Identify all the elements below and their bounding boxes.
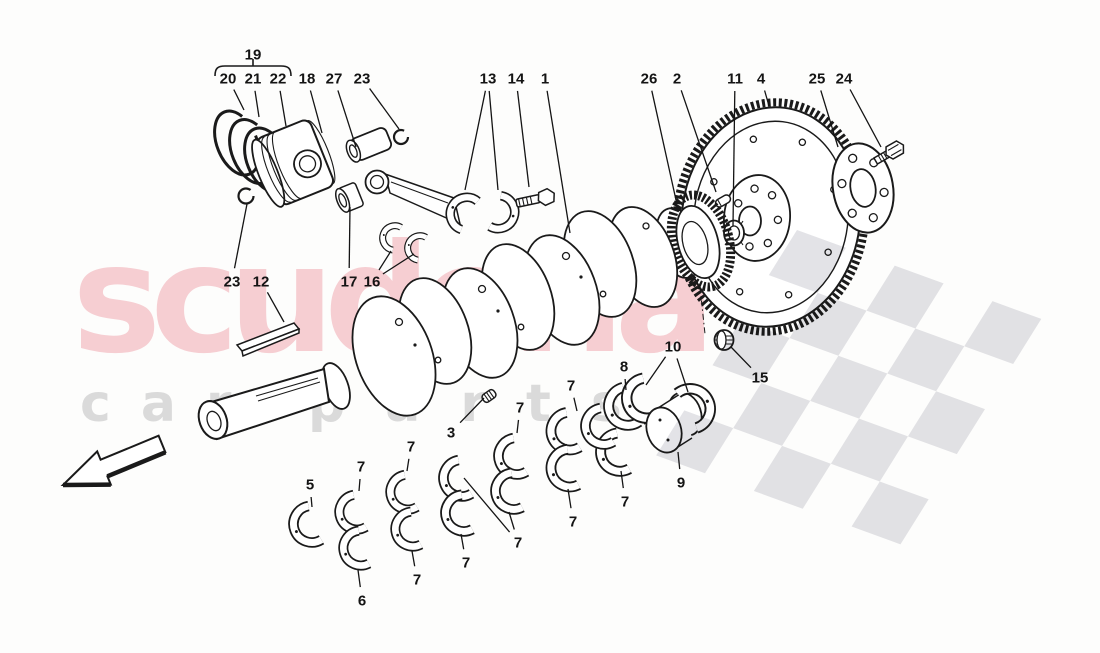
circlip-left [237, 187, 255, 205]
callout-20: 20 [220, 71, 237, 88]
leader-line-16 [382, 253, 415, 275]
leader-line-7 [573, 397, 578, 412]
leader-line-24 [849, 89, 882, 148]
callout-19: 19 [245, 47, 262, 64]
callout-26: 26 [641, 71, 658, 88]
callout-7: 7 [569, 514, 577, 531]
callout-14: 14 [508, 71, 525, 88]
leader-line-3 [459, 397, 485, 424]
callout-21: 21 [245, 71, 262, 88]
leader-line-25 [820, 90, 839, 148]
callout-7: 7 [413, 572, 421, 589]
callout-11: 11 [727, 71, 743, 88]
leader-line-7 [620, 470, 624, 489]
callout-annotations: 19 20 21 22 18 27 23 13 14 1 26 2 11 4 25 24 23 12 17 16 3 15… [214, 47, 882, 610]
leader-line-21 [254, 90, 260, 118]
small-end-bushing [334, 182, 364, 213]
leader-line-13 [464, 90, 487, 191]
leader-line-7 [411, 550, 416, 567]
checkered-flag-pattern [656, 229, 1042, 545]
leader-line-20 [233, 89, 245, 111]
leader-line-26 [651, 90, 677, 201]
piston-assembly-illustration [213, 109, 555, 261]
flange-illustration [831, 142, 895, 234]
callout-16: 16 [364, 274, 381, 291]
callout-5: 5 [306, 477, 314, 494]
callout-7: 7 [407, 439, 415, 456]
leader-line-7 [516, 419, 520, 434]
callout-1: 1 [541, 71, 549, 88]
callout-25: 25 [809, 71, 826, 88]
woodruff-key [235, 322, 301, 358]
callout-10: 10 [665, 339, 682, 356]
callout-27: 27 [326, 71, 343, 88]
callout-8: 8 [620, 359, 628, 376]
callout-23: 23 [224, 274, 241, 291]
callout-15: 15 [752, 370, 769, 387]
direction-arrow [60, 434, 167, 488]
leader-line-5 [310, 496, 313, 508]
leader-line-7 [463, 477, 511, 533]
leader-line-23 [369, 88, 400, 130]
leader-line-6 [357, 569, 361, 588]
callout-24: 24 [836, 71, 853, 88]
leader-line-4 [763, 90, 770, 107]
leader-line-10 [676, 358, 689, 393]
leader-line-13 [488, 90, 499, 191]
leader-line-1 [546, 90, 571, 234]
leader-line-9 [677, 451, 681, 470]
leader-line-7 [358, 478, 361, 492]
crank-gear-ring [666, 190, 736, 292]
piston [251, 119, 336, 208]
callout-12: 12 [253, 274, 270, 291]
leader-line-7 [508, 511, 515, 530]
leader-line-11 [732, 90, 736, 227]
connecting-rod-illustration [364, 169, 519, 261]
leader-line-2 [680, 90, 717, 193]
callout-22: 22 [270, 71, 287, 88]
leader-line-16 [378, 250, 392, 271]
centerline [699, 286, 706, 335]
illustration [60, 98, 905, 571]
leader-line-8 [624, 378, 627, 391]
callout-17: 17 [341, 274, 358, 291]
rod-bolt [515, 187, 555, 208]
callout-4: 4 [757, 71, 766, 88]
callout-2: 2 [673, 71, 681, 88]
callout-13: 13 [480, 71, 497, 88]
leader-line-27 [337, 90, 357, 148]
callout-18: 18 [299, 71, 316, 88]
wrist-pin [345, 127, 393, 163]
callout-23: 23 [354, 71, 371, 88]
group-bracket-19 [214, 59, 292, 77]
callout-7: 7 [621, 494, 629, 511]
crankshaft-illustration [197, 190, 736, 441]
leader-line-22 [279, 90, 287, 127]
callout-7: 7 [567, 378, 575, 395]
callout-7: 7 [514, 535, 522, 552]
callout-7: 7 [462, 555, 470, 572]
leader-line-18 [309, 90, 323, 134]
watermark-word-parts: parts [308, 374, 662, 434]
flywheel-center-bore [738, 205, 762, 237]
leader-line-7 [406, 458, 410, 472]
leader-line-17 [348, 206, 351, 269]
leader-line-12 [266, 291, 285, 323]
leader-line-10 [645, 356, 667, 386]
callout-6: 6 [358, 593, 366, 610]
grub-screw [481, 388, 497, 404]
flange-bolt [872, 140, 905, 166]
leader-line-23 [233, 203, 248, 269]
leader-line-7 [460, 533, 465, 550]
piston-ring-1 [213, 109, 261, 177]
leader-line-14 [516, 90, 530, 188]
callout-9: 9 [677, 475, 685, 492]
callout-7: 7 [357, 459, 365, 476]
callout-3: 3 [447, 425, 455, 442]
leader-line-7 [567, 488, 572, 509]
callout-7: 7 [516, 400, 524, 417]
pin-snap-ring [392, 128, 410, 146]
leader-line-15 [730, 346, 752, 369]
